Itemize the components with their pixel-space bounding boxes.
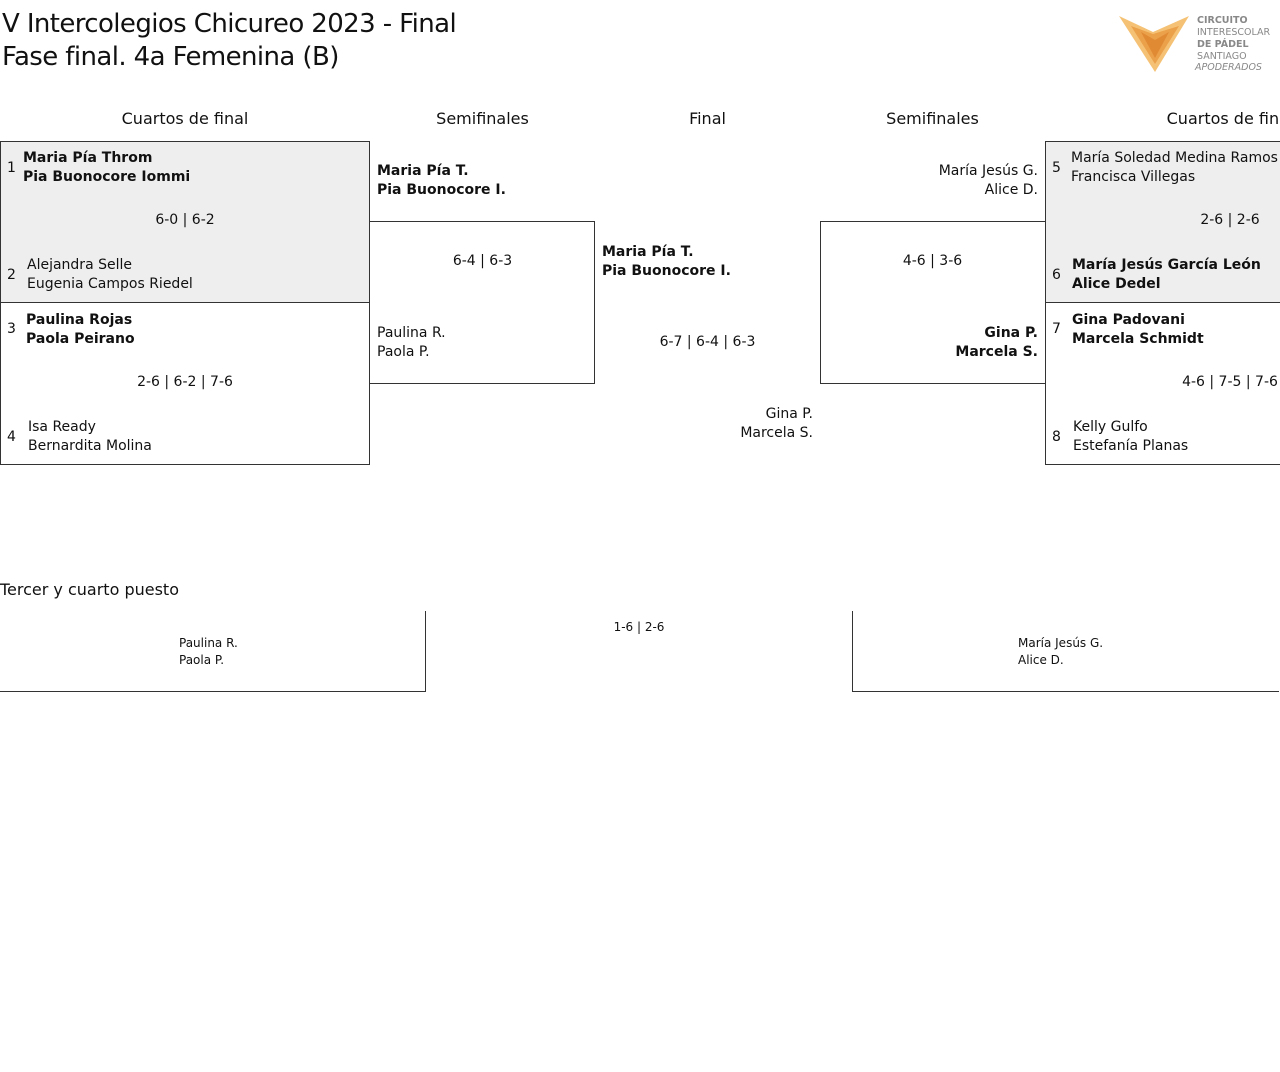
player-name: Alice D.	[1018, 653, 1064, 667]
logo-line-3: DE PÁDEL	[1197, 39, 1249, 50]
semifinal-match-left	[369, 221, 595, 384]
player-name: Francisca Villegas	[1071, 169, 1196, 185]
team-entry: Kelly Gulfo Estefanía Planas	[1073, 418, 1188, 456]
player-name: Eugenia Campos Riedel	[27, 276, 193, 292]
logo-line-4: SANTIAGO	[1197, 51, 1247, 62]
player-name: Alejandra Selle	[27, 257, 132, 273]
team-entry-winner: María Jesús García León Alice Dedel	[1072, 256, 1261, 294]
third-place-heading: Tercer y cuarto puesto	[0, 580, 179, 599]
column-heading-semifinals-left: Semifinales	[436, 109, 529, 128]
player-name: Maria Pía Throm	[23, 150, 153, 166]
quarterfinal-match-3	[1045, 141, 1280, 303]
logo-line-1: CIRCUITO	[1197, 15, 1248, 26]
player-name: Paola P.	[179, 653, 225, 667]
player-name: Paola Peirano	[26, 331, 135, 347]
circuit-logo	[1117, 14, 1197, 76]
seed-number: 7	[1052, 321, 1061, 337]
player-name: Pia Buonocore Iommi	[23, 169, 191, 185]
player-name: María Jesús G.	[1018, 636, 1104, 650]
match-score: 6-0 | 6-2	[155, 212, 215, 228]
quarterfinal-match-2	[0, 302, 370, 465]
player-name: Pia Buonocore I.	[377, 182, 506, 198]
player-name: Kelly Gulfo	[1073, 419, 1148, 435]
logo-line-5: APODERADOS	[1195, 62, 1262, 73]
player-name: María Soledad Medina Ramos	[1071, 150, 1278, 166]
page-title: V Intercolegios Chicureo 2023 - Final Fa…	[2, 8, 457, 74]
player-name: María Jesús G.	[938, 163, 1038, 179]
player-name: Gina P.	[984, 325, 1038, 341]
player-name: Alice D.	[984, 182, 1038, 198]
quarterfinal-match-4	[1045, 302, 1280, 465]
column-heading-quarterfinals-right: Cuartos de final	[1166, 109, 1280, 128]
semifinal-team-bottom: Paulina R. Paola P.	[377, 324, 446, 362]
third-place-score: 1-6 | 2-6	[613, 620, 665, 634]
team-entry: María Soledad Medina Ramos Francisca Vil…	[1071, 149, 1278, 187]
column-heading-semifinals-right: Semifinales	[886, 109, 979, 128]
final-team-bottom: Gina P. Marcela S.	[595, 405, 813, 443]
player-name: María Jesús García León	[1072, 257, 1261, 273]
match-score: 4-6 | 3-6	[902, 253, 963, 269]
third-place-team-right: María Jesús G. Alice D.	[1018, 635, 1103, 669]
third-place-team-left: Paulina R. Paola P.	[179, 635, 238, 669]
team-entry: Alejandra Selle Eugenia Campos Riedel	[27, 256, 193, 294]
logo-line-2: INTERESCOLAR	[1197, 27, 1271, 38]
seed-number: 5	[1052, 160, 1061, 176]
player-name: Gina Padovani	[1072, 312, 1185, 328]
title-line-2: Fase final. 4a Femenina (B)	[2, 42, 339, 72]
player-name: Paulina Rojas	[26, 312, 133, 328]
match-score: 2-6 | 2-6	[1200, 212, 1260, 228]
match-score: 4-6 | 7-5 | 7-6	[1182, 374, 1278, 390]
seed-number: 2	[7, 267, 16, 283]
seed-number: 8	[1052, 429, 1061, 445]
player-name: Paola P.	[377, 344, 430, 360]
team-entry-winner: Paulina Rojas Paola Peirano	[26, 311, 135, 349]
player-name: Paulina R.	[377, 325, 446, 341]
player-name: Pia Buonocore I.	[602, 263, 731, 279]
third-place-right-slot	[852, 611, 1279, 692]
column-heading-final: Final	[689, 109, 726, 128]
semifinal-team-top: Maria Pía T. Pia Buonocore I.	[377, 162, 506, 200]
player-name: Alice Dedel	[1072, 276, 1161, 292]
match-score: 6-4 | 6-3	[452, 253, 513, 269]
player-name: Marcela Schmidt	[1072, 331, 1204, 347]
title-line-1: V Intercolegios Chicureo 2023 - Final	[2, 9, 457, 39]
seed-number: 6	[1052, 267, 1061, 283]
column-heading-quarterfinals-left: Cuartos de final	[121, 109, 249, 128]
player-name: Maria Pía T.	[377, 163, 469, 179]
player-name: Marcela S.	[740, 425, 813, 441]
player-name: Isa Ready	[28, 419, 96, 435]
player-name: Bernardita Molina	[28, 438, 152, 454]
team-entry-winner: Maria Pía Throm Pia Buonocore Iommi	[23, 149, 190, 187]
final-score: 6-7 | 6-4 | 6-3	[659, 334, 756, 350]
player-name: Gina P.	[765, 406, 813, 422]
third-place-left-slot	[0, 611, 426, 692]
player-name: Paulina R.	[179, 636, 238, 650]
quarterfinal-match-1	[0, 141, 370, 303]
player-name: Maria Pía T.	[602, 244, 694, 260]
semifinal-team-top: María Jesús G. Alice D.	[820, 162, 1038, 200]
player-name: Estefanía Planas	[1073, 438, 1189, 454]
fox-head-logo-icon	[1119, 16, 1189, 72]
seed-number: 3	[7, 321, 16, 337]
team-entry: Isa Ready Bernardita Molina	[28, 418, 152, 456]
final-team-top: Maria Pía T. Pia Buonocore I.	[602, 243, 731, 281]
match-score: 2-6 | 6-2 | 7-6	[137, 374, 233, 390]
semifinal-team-bottom: Gina P. Marcela S.	[820, 324, 1038, 362]
seed-number: 1	[7, 160, 16, 176]
seed-number: 4	[7, 429, 16, 445]
team-entry-winner: Gina Padovani Marcela Schmidt	[1072, 311, 1204, 349]
player-name: Marcela S.	[955, 344, 1038, 360]
